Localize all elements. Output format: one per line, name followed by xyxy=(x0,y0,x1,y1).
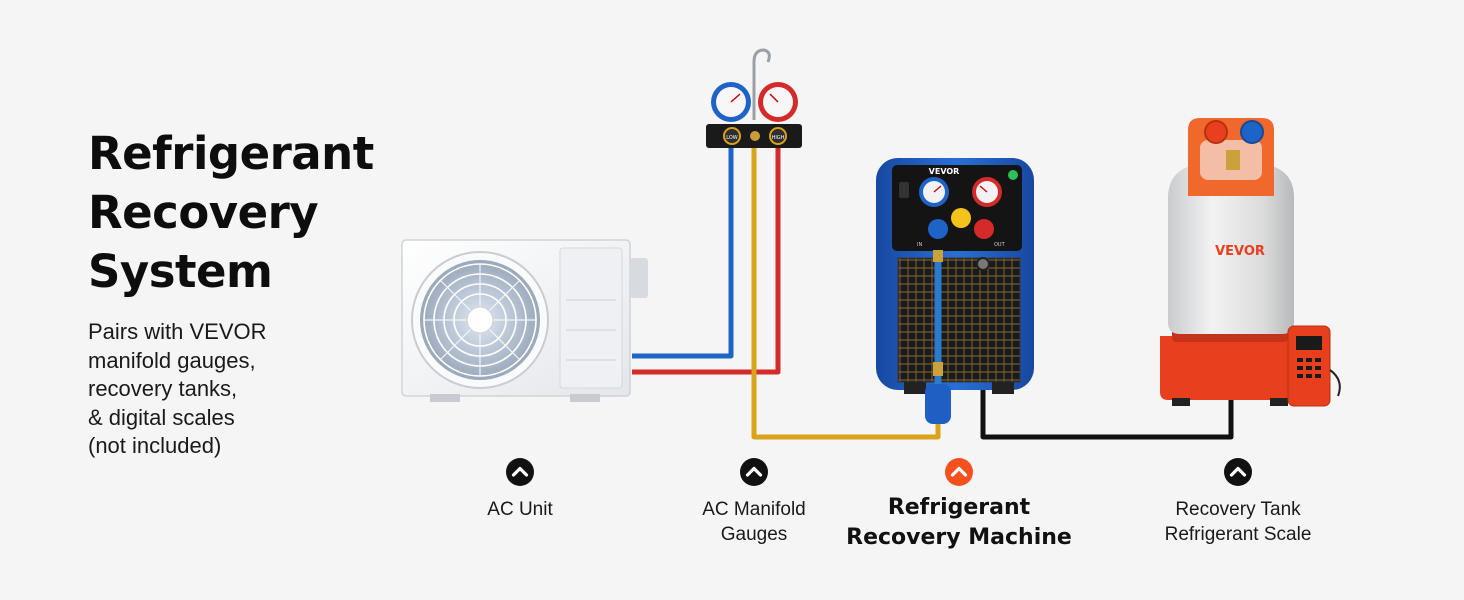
title-line: Recovery xyxy=(88,186,319,239)
machine-in-label: IN xyxy=(917,242,922,248)
machine-brand-label: VEVOR xyxy=(929,167,960,176)
subtitle-line: manifold gauges, xyxy=(88,347,256,373)
ac-unit-illustration xyxy=(401,239,648,402)
title-line: Refrigerant xyxy=(88,127,374,180)
label-line: AC Manifold xyxy=(702,499,806,520)
label-line: Recovery Machine xyxy=(846,525,1072,550)
manifold-gauges-illustration: LOW HIGH xyxy=(706,48,802,148)
title-line: System xyxy=(88,245,273,298)
machine-out-label: OUT xyxy=(994,242,1006,248)
recovery-machine-label: Refrigerant Recovery Machine xyxy=(829,493,1089,553)
label-line: Refrigerant Scale xyxy=(1164,524,1312,545)
label-line: Refrigerant xyxy=(887,495,1031,520)
subtitle-line: Pairs with VEVOR xyxy=(88,319,267,344)
page-title: Refrigerant Recovery System xyxy=(88,124,388,301)
ac-unit-label: AC Unit xyxy=(440,497,600,522)
label-line: Gauges xyxy=(720,524,788,545)
subtitle-line: & digital scales xyxy=(88,404,235,430)
chevron-up-icon xyxy=(506,458,534,486)
manifold-gauges-label: AC Manifold Gauges xyxy=(674,497,834,547)
recovery-machine-illustration: VEVOR IN OUT xyxy=(876,158,1034,424)
chevron-up-icon xyxy=(945,458,973,486)
subtitle-line: recovery tanks, xyxy=(88,376,238,401)
high-knob-label: HIGH xyxy=(772,135,785,141)
subtitle: Pairs with VEVOR manifold gauges, recove… xyxy=(88,318,348,461)
low-knob-label: LOW xyxy=(726,135,738,141)
recovery-tank-label: Recovery Tank Refrigerant Scale xyxy=(1138,497,1338,547)
label-line: Recovery Tank xyxy=(1175,499,1301,520)
label-line: AC Unit xyxy=(487,499,553,520)
subtitle-line: (not included) xyxy=(88,433,222,458)
chevron-up-icon xyxy=(1224,458,1252,486)
tank-brand-label: VEVOR xyxy=(1215,244,1265,259)
recovery-tank-illustration: VEVOR xyxy=(1160,118,1341,407)
chevron-up-icon xyxy=(740,458,768,486)
